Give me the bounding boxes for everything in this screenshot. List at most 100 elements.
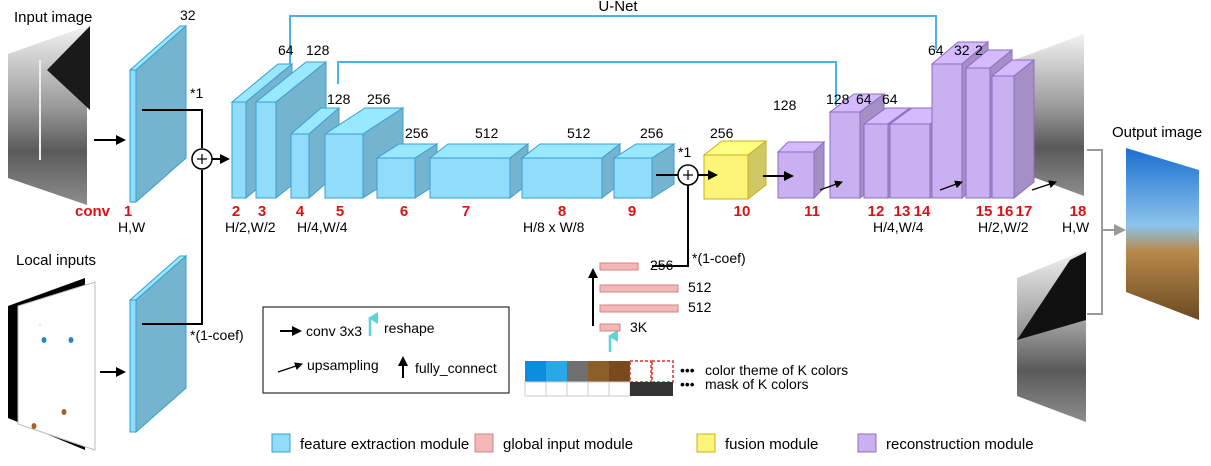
ch-label-6: 256 [405,125,429,141]
legend-upsampling-label: upsampling [307,357,379,373]
coef-top-label: *1 [190,85,203,101]
ch-label-4: 128 [327,91,351,107]
ch-label-8: 512 [567,125,591,141]
unet-title: U-Net [598,0,638,15]
block-6 [375,143,439,199]
legend-label: reconstruction module [886,436,1034,453]
fc-label-512-b: 512 [688,299,712,315]
legend-label: feature extraction module [300,436,469,453]
block-17 [990,58,1036,200]
legend-reshape-label: reshape [384,320,435,336]
block-9 [612,143,676,199]
block-11 [776,140,826,200]
legend-swatch [271,433,291,453]
layer-number: 18 [1070,203,1087,220]
theme-swatch [567,361,588,382]
coef-mid-bottom-label: *(1-coef) [692,250,746,266]
ch-label-9: 256 [640,125,664,141]
layer-number: 7 [462,203,470,220]
conv-label: conv [75,203,111,220]
block-5 [323,107,405,199]
legend-conv-label: conv 3x3 [306,323,362,339]
legend-label: global input module [503,436,633,453]
upsampling-arrows [819,180,1057,191]
layer-number: 12 [868,203,885,220]
block-10 [702,139,768,201]
ch-label-5: 256 [367,91,391,107]
input-image [8,26,90,205]
block-1-local [128,254,188,434]
legend-fully-connect-label: fully_connect [415,360,497,376]
dim-label-1: H,W [118,219,146,235]
layer-number: 11 [804,203,820,220]
ch-label-17: 2 [975,42,983,58]
ch-label-15: 64 [928,42,944,58]
output-gray-image-bottom [1017,250,1086,422]
input-image-label: Input image [14,9,92,26]
color-mask [524,381,673,397]
legend-swatch [857,433,877,453]
fc-label-3k: 3K [630,319,648,335]
dim-label-12-14: H/4,W/4 [873,219,924,235]
color-theme-swatches [525,360,674,383]
layer-number: 4 [296,203,305,220]
theme-dots: ••• [680,362,695,378]
legend-label: fusion module [725,436,818,453]
dim-label-15-17: H/2,W/2 [978,219,1029,235]
coef-bottom-label: *(1-coef) [190,327,244,343]
dim-label-4-5: H/4,W/4 [297,219,348,235]
ch-label-12: 128 [826,91,850,107]
local-inputs-label: Local inputs [16,252,96,269]
layer-number: 13 [894,203,911,220]
block-1 [128,24,188,204]
theme-swatch-empty [651,360,674,383]
arrow-legend-box [262,306,510,394]
fc-bar-512-a [599,284,679,293]
output-color-image [1126,148,1199,320]
ch-label-14: 64 [882,91,898,107]
ch-label-3: 128 [306,42,330,58]
layer-number: 8 [558,203,566,220]
layer-number: 5 [336,203,344,220]
block-8 [520,142,622,200]
coef-mid-top-label: *1 [678,144,691,160]
layer-number: 16 [997,203,1014,220]
theme-swatch-empty [629,360,652,383]
layer-number: 3 [258,203,266,220]
upsampling-arrow-icon [277,362,303,373]
dim-label-8: H/8 x W/8 [523,219,585,235]
theme-label: color theme of K colors [705,362,848,378]
theme-swatch [609,361,630,382]
mask-dots: ••• [680,376,695,392]
fc-bar-512-b [599,304,679,313]
ch-label-13: 64 [856,91,872,107]
layer-number: 6 [400,203,408,220]
fusion-connector-mid [652,164,794,267]
output-image-label: Output image [1112,124,1202,141]
ch-label-1: 32 [180,7,196,23]
legend-swatch [474,433,494,453]
fc-label-512-a: 512 [688,279,712,295]
layer-number: 15 [976,203,993,220]
mask-label: mask of K colors [705,376,808,392]
layer-number: 10 [734,203,751,220]
theme-swatch [588,361,609,382]
ch-label-2: 64 [278,42,294,58]
fc-bar-256 [599,262,639,271]
layer-number: 1 [124,203,132,220]
dim-label-18: H,W [1062,219,1090,235]
ch-label-10: 256 [710,125,734,141]
unet-skip-outer [289,15,937,64]
layer-number: 14 [914,203,931,220]
theme-swatch [525,361,546,382]
theme-swatch [546,361,567,382]
layer-number: 9 [628,203,636,220]
unet-skip-inner [337,61,837,106]
legend-swatch [696,433,716,453]
global-input-module [588,262,679,352]
ch-label-11: 128 [773,97,797,113]
module-legend: feature extraction module global input mo… [271,433,1034,453]
ch-label-16: 32 [954,42,970,58]
fusion-connector-left [142,109,230,325]
